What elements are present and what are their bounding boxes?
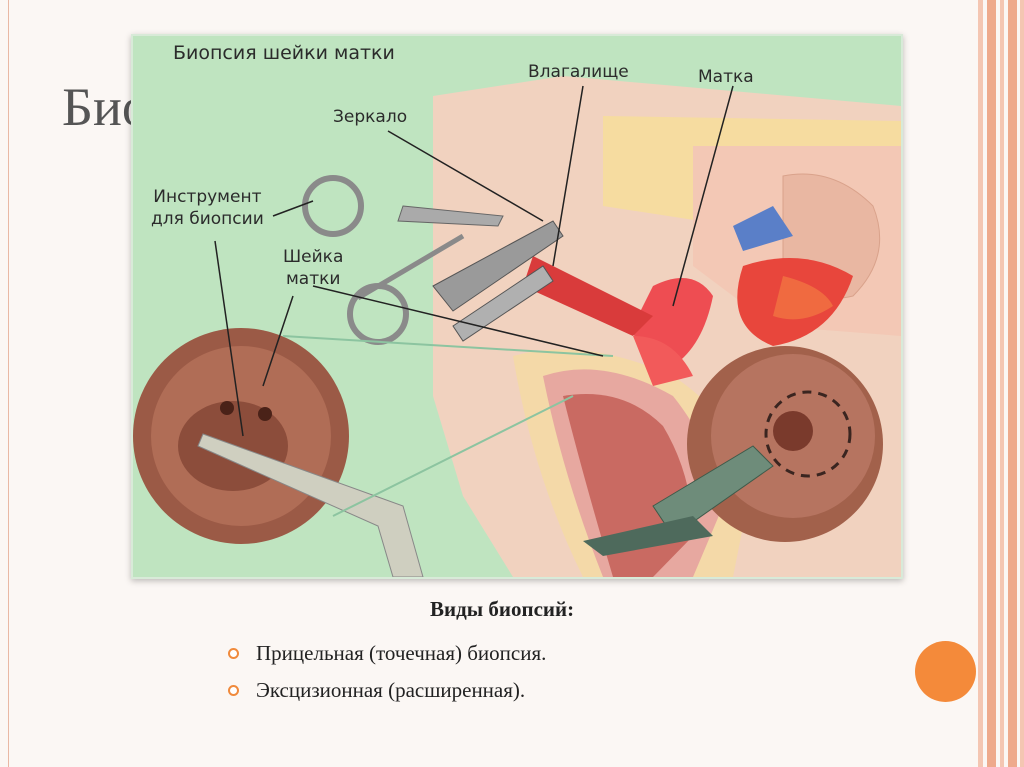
list-item-text: Эксцизионная (расширенная).	[256, 678, 526, 702]
label-cervix-line1: Шейка	[283, 247, 344, 267]
bullet-icon	[228, 648, 239, 659]
biopsy-illustration: Биопсия шейки матки Влагалище Матка Зерк…	[131, 34, 903, 579]
decorative-circle	[915, 641, 976, 702]
label-instrument-line2: для биопсии	[151, 209, 264, 229]
list-item: Эксцизионная (расширенная).	[228, 675, 546, 712]
label-speculum: Зеркало	[333, 107, 408, 127]
bullet-icon	[228, 685, 239, 696]
label-instrument-line1: Инструмент	[153, 187, 262, 207]
anatomy-drawing	[133, 76, 901, 577]
list-item-text: Прицельная (точечная) биопсия.	[256, 641, 547, 665]
slide-frame	[8, 0, 986, 767]
label-vagina: Влагалище	[528, 62, 629, 82]
label-cervix-line2: матки	[285, 269, 341, 289]
list-item: Прицельная (точечная) биопсия.	[228, 638, 546, 675]
biopsy-types-heading: Виды биопсий:	[430, 597, 575, 621]
label-cervix: Шейка матки	[283, 246, 343, 290]
label-uterus: Матка	[698, 67, 754, 87]
figure-title: Биопсия шейки матки	[173, 42, 395, 64]
label-biopsy-instrument: Инструмент для биопсии	[151, 186, 264, 230]
biopsy-types-list: Прицельная (точечная) биопсия. Эксцизион…	[228, 638, 546, 712]
decorative-stripes	[978, 0, 1024, 767]
